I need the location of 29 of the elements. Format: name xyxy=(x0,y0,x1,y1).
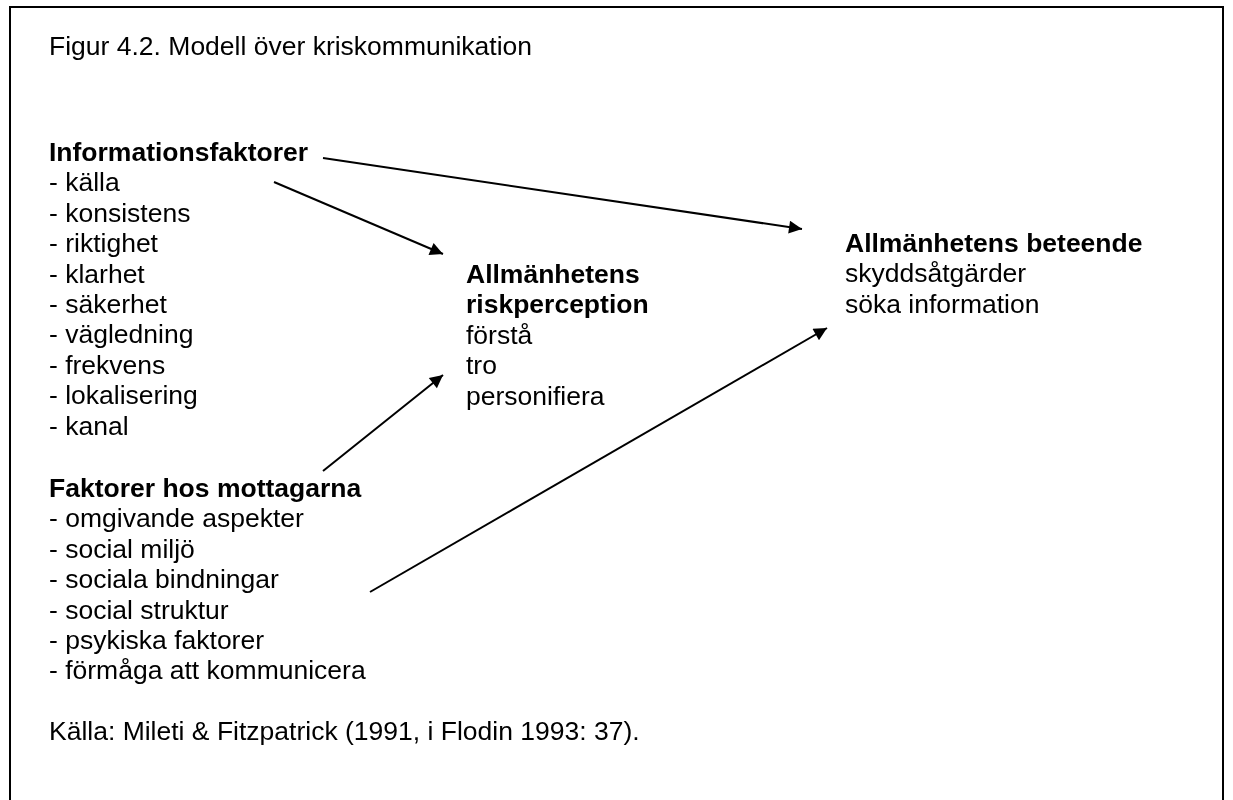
node-heading: Allmänhetens beteende xyxy=(845,228,1143,259)
list-item: - konsistens xyxy=(49,197,192,229)
list-item: - vägledning xyxy=(49,319,195,350)
arrow xyxy=(322,374,444,472)
list-item: - förmåga att kommunicera xyxy=(49,655,366,686)
source-caption: Källa: Mileti & Fitzpatrick (1991, i Flodin 1993: 37). xyxy=(49,716,640,747)
list-item: - kanal xyxy=(49,410,130,442)
list-item: - social struktur xyxy=(49,594,230,626)
list-item: - källa xyxy=(49,167,121,198)
list-item: - lokalisering xyxy=(49,380,199,411)
node-heading: Faktorer hos mottagarna xyxy=(49,473,363,504)
list-item: personifiera xyxy=(466,380,606,412)
list-item: - social miljö xyxy=(49,533,196,565)
list-item: söka information xyxy=(845,288,1041,320)
node-heading: Informationsfaktorer xyxy=(49,137,309,168)
list-item: - säkerhet xyxy=(49,289,168,320)
list-item: - riktighet xyxy=(49,228,159,259)
list-item: förstå xyxy=(466,319,534,351)
arrow xyxy=(369,327,828,593)
list-item: skyddsåtgärder xyxy=(845,258,1028,289)
list-item: - frekvens xyxy=(49,349,167,381)
arrow xyxy=(273,181,444,255)
list-item: - omgivande aspekter xyxy=(49,503,305,534)
list-item: - psykiska faktorer xyxy=(49,625,265,656)
list-item: tro xyxy=(466,350,498,381)
arrow xyxy=(322,157,803,234)
figure-title: Figur 4.2. Modell över kriskommunikation xyxy=(49,31,533,62)
list-item: - sociala bindningar xyxy=(49,564,280,595)
list-item: - klarhet xyxy=(49,258,146,290)
